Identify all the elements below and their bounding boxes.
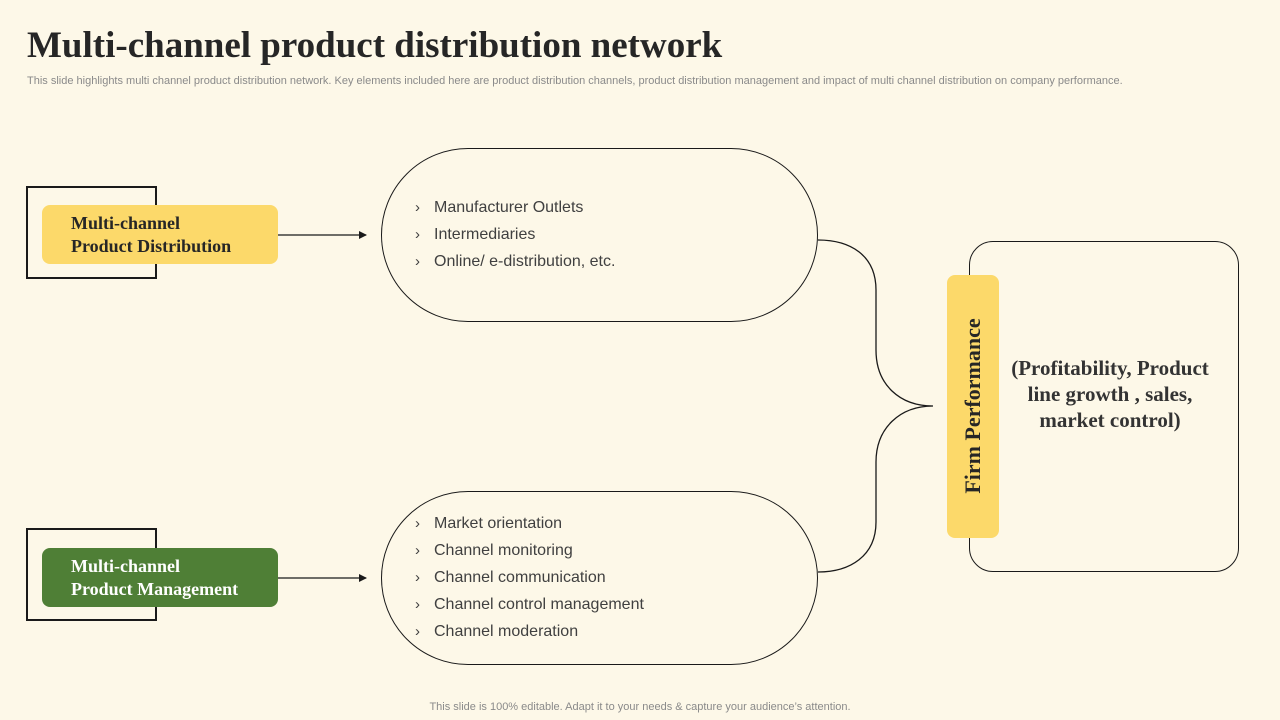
distribution-channels-box: ›Manufacturer Outlets ›Intermediaries ›O… [381,148,818,322]
chevron-right-icon: › [415,253,420,270]
list-item: ›Online/ e-distribution, etc. [415,253,616,270]
management-label-line2: Product Management [71,578,239,599]
performance-detail-text: (Profitability, Product line growth , sa… [1011,356,1209,432]
page-subtitle: This slide highlights multi channel prod… [27,75,1123,87]
footer-note: This slide is 100% editable. Adapt it to… [429,701,851,713]
chevron-right-icon: › [415,596,420,613]
distribution-label-line2: Product Distribution [71,235,232,256]
list-item: ›Channel monitoring [415,542,573,559]
distribution-label-line1: Multi-channel [71,212,181,233]
chevron-right-icon: › [415,569,420,586]
list-item: ›Channel moderation [415,623,579,640]
distribution-label-box: Multi-channel Product Distribution [42,205,278,264]
list-item: ›Manufacturer Outlets [415,199,584,216]
list-item: ›Channel communication [415,569,606,586]
list-item: ›Channel control management [415,596,644,613]
list-item: ›Intermediaries [415,226,536,243]
chevron-right-icon: › [415,199,420,216]
management-activities-box: ›Market orientation ›Channel monitoring … [381,491,818,665]
chevron-right-icon: › [415,623,420,640]
firm-performance-label: Firm Performance [960,318,985,494]
brace-connector [817,239,934,573]
firm-performance-bar [947,275,999,538]
chevron-right-icon: › [415,542,420,559]
list-item: ›Market orientation [415,515,563,532]
performance-detail-box [969,241,1239,572]
chevron-right-icon: › [415,226,420,243]
management-label-line1: Multi-channel [71,555,181,576]
page-title: Multi-channel product distribution netwo… [27,25,723,66]
management-label-box: Multi-channel Product Management [42,548,278,607]
chevron-right-icon: › [415,515,420,532]
